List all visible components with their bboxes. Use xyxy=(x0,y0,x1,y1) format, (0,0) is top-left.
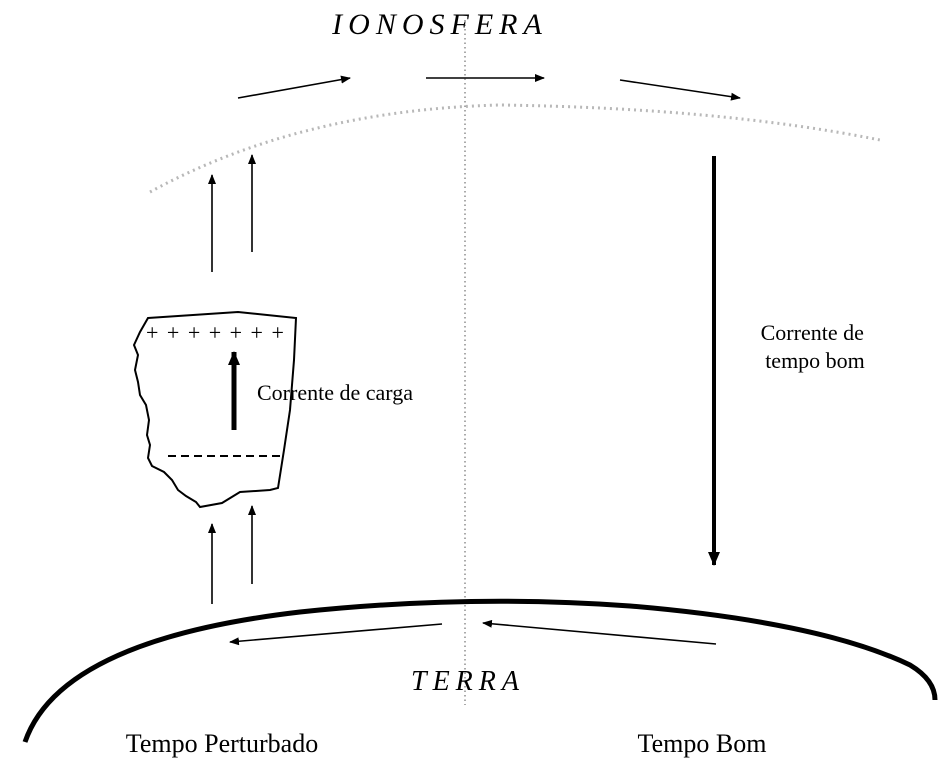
ground-current-arrow-left xyxy=(229,623,443,646)
charge-current-label: Corrente de carga xyxy=(257,380,413,405)
thundercloud-outline xyxy=(132,310,298,509)
fair-weather-current-label-line1: Corrente de xyxy=(761,320,864,345)
earth-label: TERRA xyxy=(411,666,525,697)
ground-current-arrow-right xyxy=(482,619,717,645)
ionosphere-boundary xyxy=(149,103,881,194)
fair-weather-current-label-line2: tempo bom xyxy=(765,348,865,373)
earth-surface xyxy=(22,598,938,743)
fair-weather-label: Tempo Bom xyxy=(638,729,767,758)
ionosphere-label: IONOSFERA xyxy=(331,8,548,41)
disturbed-weather-label: Tempo Perturbado xyxy=(126,729,318,758)
ionosphere-current-arrow-right xyxy=(619,79,741,101)
fair-weather-current-label: Corrente de tempo bom xyxy=(761,320,870,373)
ionosphere-current-arrow-left xyxy=(237,75,351,99)
positive-charge-row: + + + + + + + xyxy=(146,320,285,345)
